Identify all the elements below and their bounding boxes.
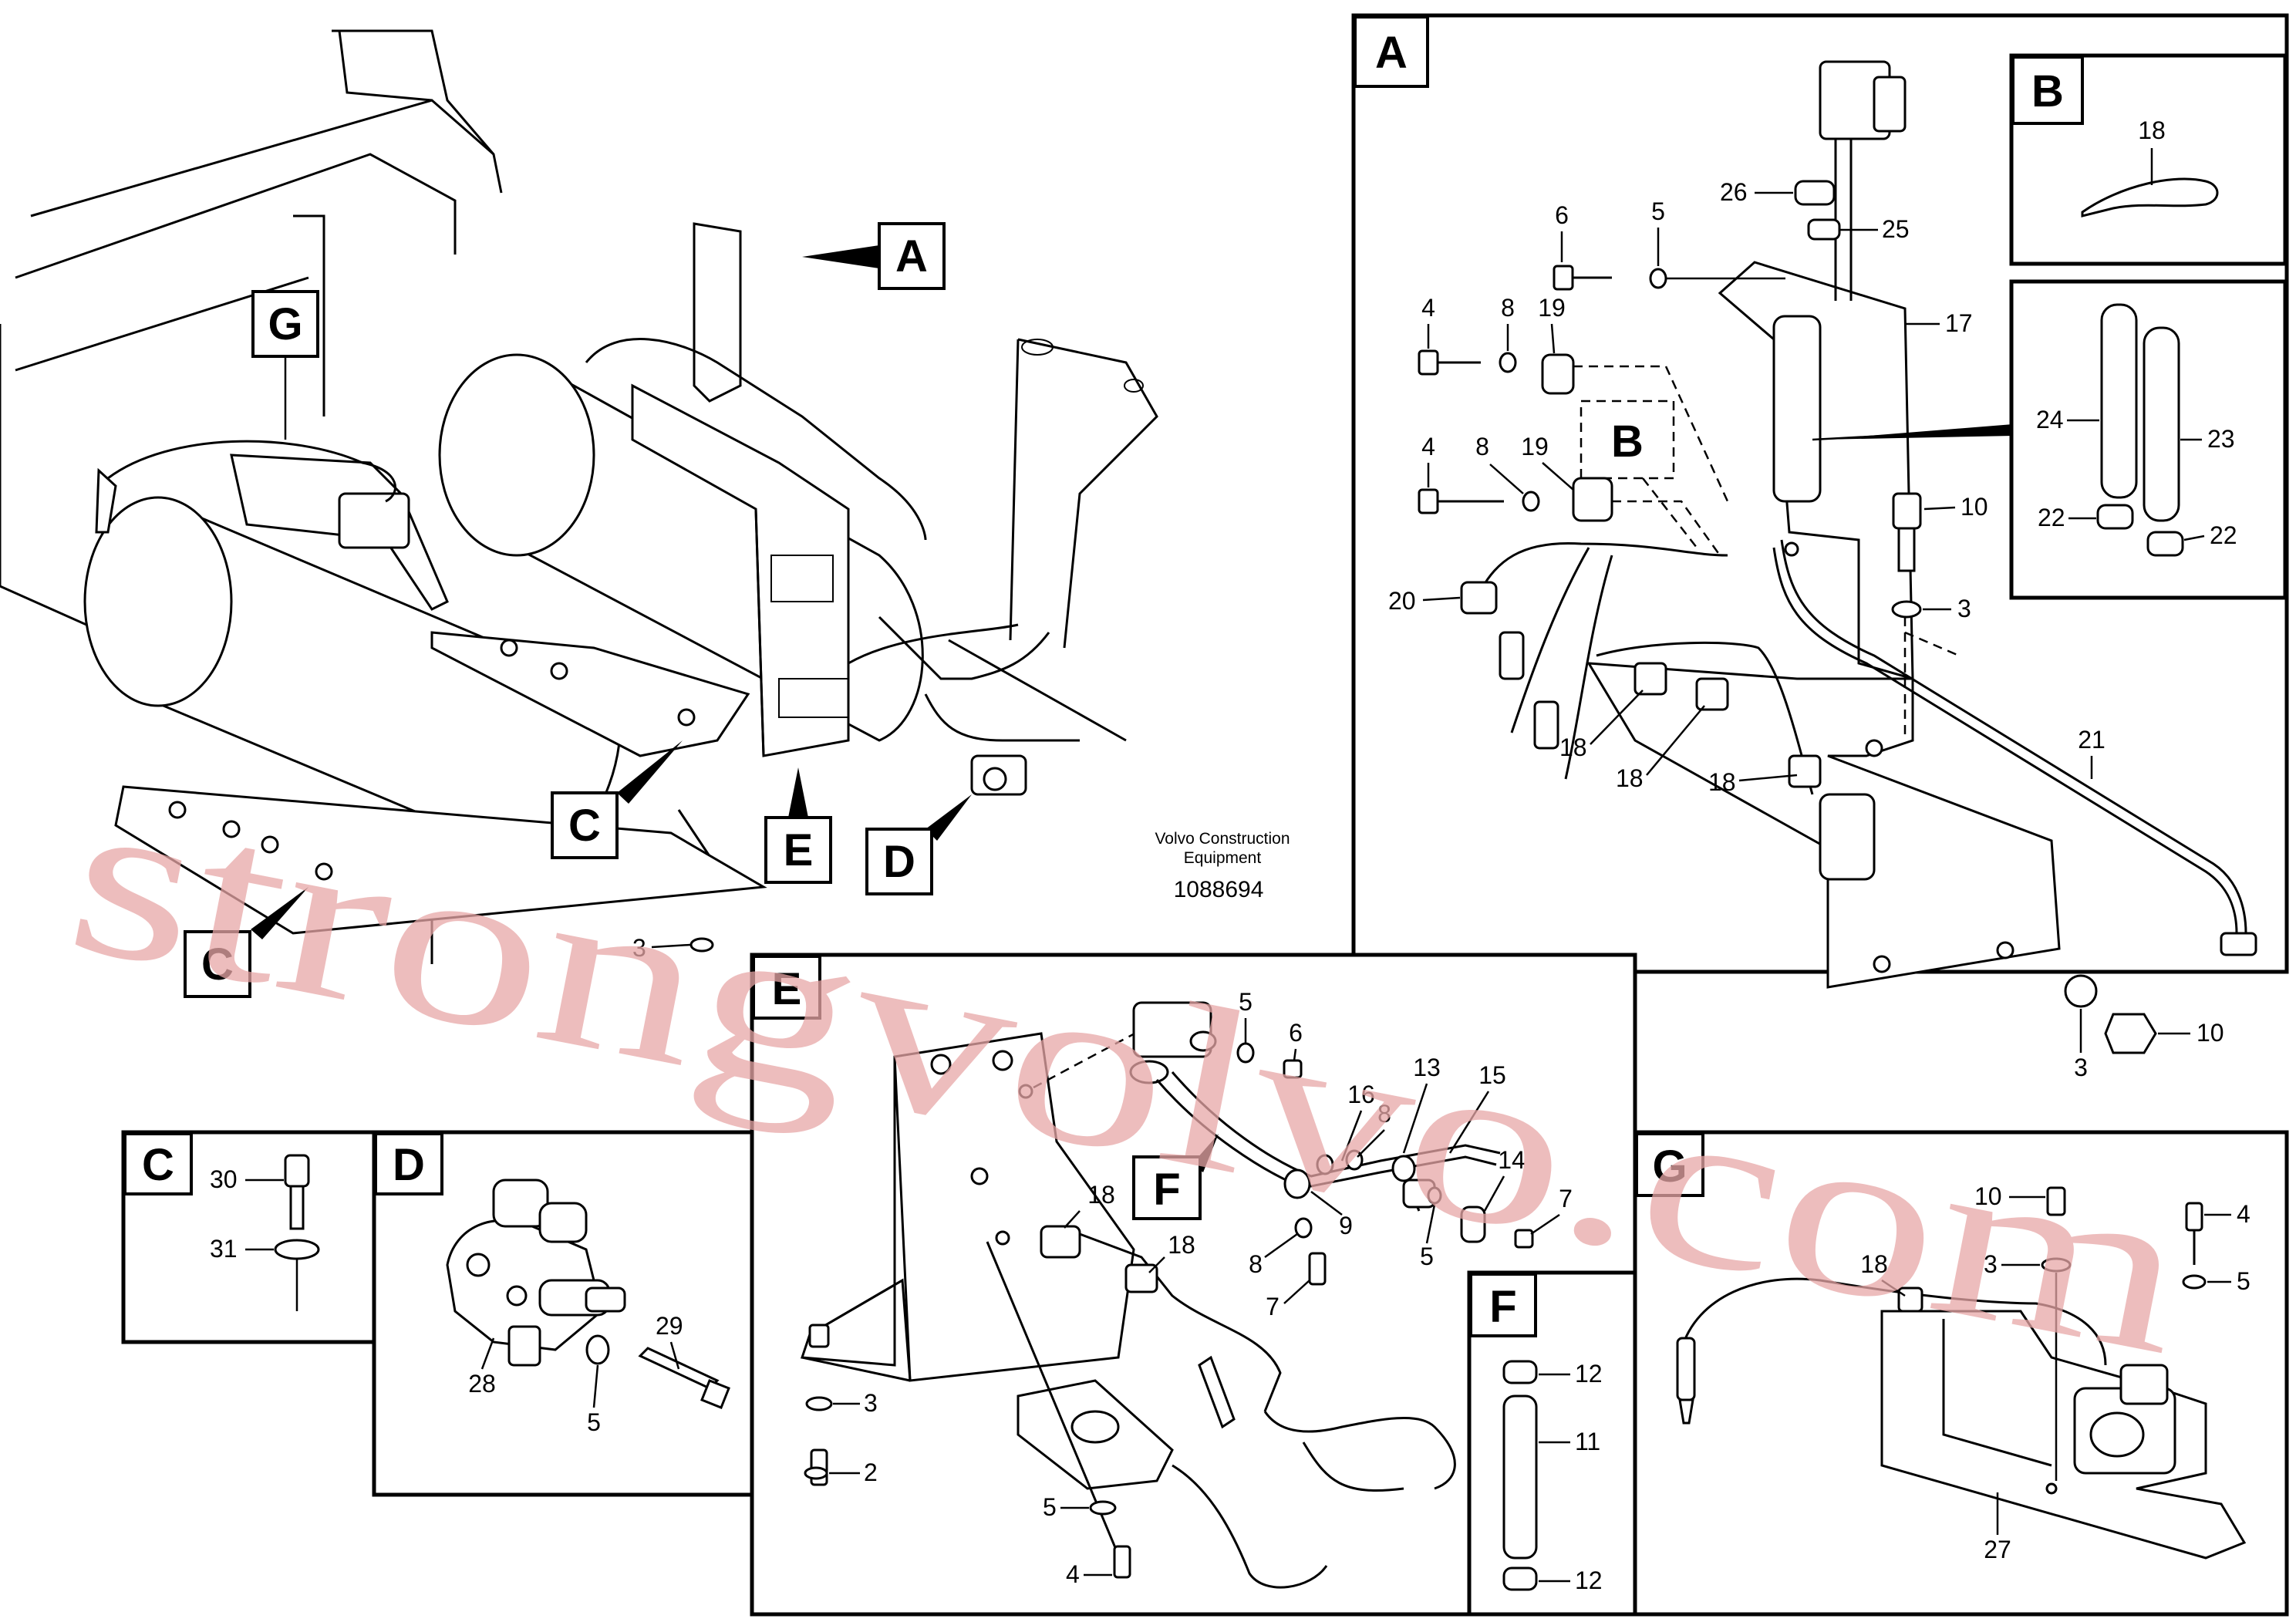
callout-b-label: B — [1611, 416, 1644, 467]
main-assembly-view: Volvo Construction Equipment 1088694 A G… — [0, 29, 1290, 998]
part-25: 25 — [1882, 215, 1910, 243]
part-5-e-mid: 5 — [1420, 1243, 1434, 1270]
part-4-upper: 4 — [1421, 294, 1435, 322]
part-3-g: 3 — [1984, 1250, 1998, 1278]
part-24: 24 — [2036, 406, 2064, 433]
part-13: 13 — [1413, 1054, 1441, 1081]
part-18-strap: 18 — [2138, 116, 2166, 144]
callout-c-upper[interactable]: C — [551, 740, 683, 859]
panel-f: F 12 11 12 — [1467, 1270, 1637, 1617]
part-3-e: 3 — [864, 1389, 878, 1417]
part-18-b: 18 — [1616, 764, 1644, 792]
part-27: 27 — [1984, 1536, 2011, 1563]
part-7-e-bottom: 7 — [1266, 1293, 1279, 1320]
callout-f-label: F — [1153, 1165, 1180, 1215]
part-18-c: 18 — [1708, 768, 1736, 796]
part-8-lower: 8 — [1475, 433, 1489, 460]
part-15: 15 — [1478, 1061, 1506, 1089]
part-22-left: 22 — [2038, 504, 2065, 531]
part-10-right: 10 — [1961, 493, 1988, 521]
panel-d: D 29 28 5 — [372, 1130, 758, 1497]
panel-g-label: G — [1652, 1141, 1687, 1192]
panel-d-label: D — [393, 1140, 425, 1190]
part-4-g: 4 — [2237, 1200, 2250, 1228]
part-3-bottom: 3 — [2074, 1054, 2088, 1081]
part-19-lower: 19 — [1521, 433, 1549, 460]
panel-a-label: A — [1375, 28, 1408, 78]
part-11: 11 — [1575, 1428, 1600, 1455]
part-26: 26 — [1720, 178, 1748, 206]
part-2-e: 2 — [864, 1458, 878, 1486]
callout-e[interactable]: E — [764, 767, 832, 884]
panel-b: B 18 — [2009, 53, 2288, 266]
callout-e-label: E — [784, 825, 814, 875]
part-8-e-bottom: 8 — [1249, 1250, 1263, 1278]
callout-c-lower[interactable]: C — [184, 887, 308, 998]
callout-c-upper-label: C — [568, 801, 601, 851]
part-10-bottom: 10 — [2197, 1019, 2224, 1047]
part-21: 21 — [2078, 726, 2106, 754]
part-8-e-top: 8 — [1377, 1100, 1391, 1128]
part-14: 14 — [1498, 1146, 1526, 1174]
part-number-3: 3 — [632, 934, 646, 962]
part-8-upper: 8 — [1501, 294, 1515, 322]
part-5-e-top: 5 — [1239, 988, 1253, 1016]
part-31: 31 — [210, 1235, 238, 1263]
drawing-number: 1088694 — [1174, 877, 1264, 902]
part-3-right: 3 — [1957, 595, 1971, 622]
callout-c-lower-label: C — [201, 939, 234, 990]
part-18-a: 18 — [1559, 733, 1587, 761]
part-6: 6 — [1555, 201, 1569, 229]
part-12-bottom: 12 — [1575, 1566, 1603, 1594]
panel-hoses: 24 23 22 22 — [1812, 279, 2288, 600]
part-5-g: 5 — [2237, 1267, 2250, 1295]
part-20: 20 — [1388, 587, 1416, 615]
part-7-e-right: 7 — [1559, 1185, 1573, 1212]
part-6-e: 6 — [1289, 1019, 1303, 1047]
part-12-top: 12 — [1575, 1360, 1603, 1388]
panel-g: G 10 4 18 3 5 27 — [1633, 1130, 2289, 1617]
part-5-d: 5 — [587, 1408, 601, 1436]
part-23: 23 — [2207, 425, 2235, 453]
callout-a[interactable]: A — [802, 222, 946, 290]
part-4-lower: 4 — [1421, 433, 1435, 460]
part-10-g: 10 — [1974, 1182, 2002, 1210]
part-19-upper: 19 — [1538, 294, 1566, 322]
part-5: 5 — [1651, 197, 1665, 225]
panel-c-label: C — [142, 1140, 174, 1190]
part-5-e-bottom: 5 — [1043, 1493, 1057, 1521]
panel-b-label: B — [2031, 66, 2064, 116]
part-22-right: 22 — [2210, 521, 2237, 549]
callout-a-label: A — [895, 231, 928, 282]
panel-c: C 30 31 — [121, 1130, 376, 1344]
callout-d-label: D — [883, 837, 915, 887]
part-9: 9 — [1339, 1212, 1353, 1239]
part-18-e-left: 18 — [1087, 1181, 1115, 1209]
part-18-e-right: 18 — [1168, 1231, 1195, 1259]
part-16: 16 — [1347, 1081, 1375, 1108]
part-28: 28 — [468, 1370, 496, 1398]
part-29: 29 — [656, 1312, 683, 1340]
panel-f-label: F — [1489, 1282, 1516, 1332]
callout-g[interactable]: G — [251, 290, 319, 440]
callout-g-label: G — [268, 299, 302, 349]
panel-e-label: E — [772, 964, 802, 1014]
part-4-e: 4 — [1066, 1560, 1080, 1588]
part-30: 30 — [210, 1165, 238, 1193]
callout-d[interactable]: D — [865, 794, 972, 895]
part-18-g: 18 — [1860, 1250, 1888, 1278]
part-17: 17 — [1945, 309, 1973, 337]
company-name-line2: Equipment — [1184, 849, 1262, 867]
company-name-line1: Volvo Construction — [1155, 830, 1290, 848]
